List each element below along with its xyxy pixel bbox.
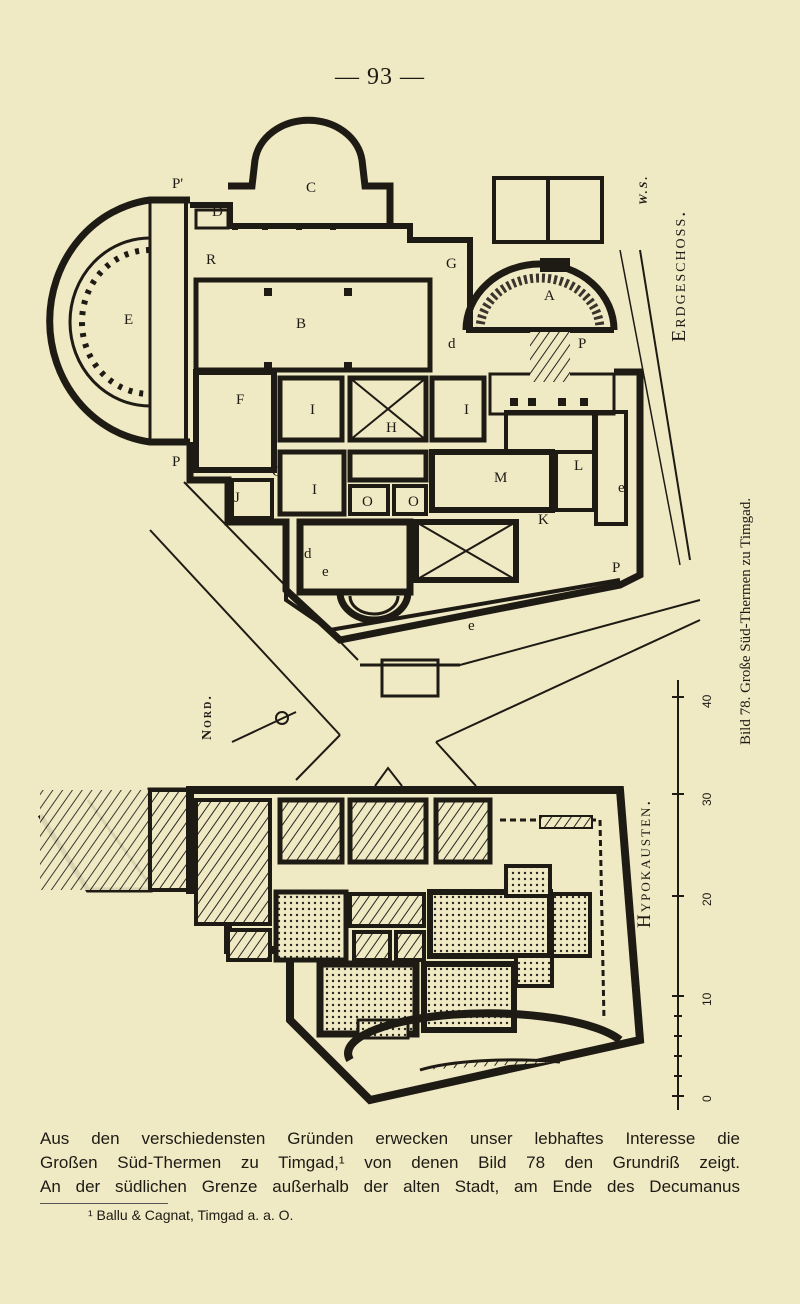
plan-letter: H: [386, 420, 397, 436]
footnote: ¹ Ballu & Cagnat, Timgad a. a. O.: [88, 1207, 294, 1223]
hypocaust-plan: [37, 786, 645, 1105]
plan-letter: e: [322, 564, 329, 580]
plan-letter: A: [544, 288, 555, 304]
body-text: Aus den verschiedensten Gründen erwecken…: [40, 1127, 740, 1199]
ground-floor-details: [232, 224, 588, 406]
plan-letter: F: [236, 392, 244, 408]
body-line-2: Großen Süd-Thermen zu Timgad,¹ von denen…: [40, 1153, 740, 1172]
scale-tick-0: 0: [700, 1095, 714, 1102]
plan-letter: e: [618, 480, 625, 496]
hypocaust-label: Hypokausten.: [634, 798, 655, 928]
plan-letter: M: [494, 470, 507, 486]
plan-letter: I: [464, 402, 469, 418]
plan-letter: e: [468, 618, 475, 634]
figure-caption: Bild 78. Große Süd-Thermen zu Timgad.: [738, 497, 754, 745]
scale-bar: [672, 680, 684, 1110]
plan-letter: d: [304, 546, 312, 562]
plan-letter: K: [538, 512, 549, 528]
footnote-rule: [40, 1203, 168, 1204]
plan-letter: J: [234, 490, 240, 506]
body-line-1: Aus den verschiedensten Gründen erwecken…: [40, 1129, 740, 1148]
plan-letter: G: [272, 464, 283, 480]
plan-letter: B: [296, 316, 306, 332]
plan-letter: P: [612, 560, 620, 576]
body-line-3: An der südlichen Grenze außerhalb der al…: [40, 1177, 740, 1196]
scale-tick-20: 20: [700, 892, 714, 906]
scale-tick-30: 30: [700, 792, 714, 806]
plan-letter: D: [212, 204, 223, 220]
plan-letter: O: [408, 494, 419, 510]
ws-label: W.S.: [636, 174, 650, 205]
scale-tick-40: 40: [700, 694, 714, 708]
plan-letter: G: [446, 256, 457, 272]
plan-letter: P: [578, 336, 586, 352]
plan-letter: d: [448, 336, 456, 352]
plan-letter: R: [206, 252, 216, 268]
plan-letter: P': [172, 176, 183, 192]
plan-letter: O: [362, 494, 373, 510]
plan-letter: L: [574, 458, 583, 474]
north-label: Nord.: [200, 694, 215, 740]
plan-letter: C: [306, 180, 316, 196]
plan-letter: E: [124, 312, 133, 328]
ground-floor-label: Erdgeschoss.: [668, 209, 690, 342]
plan-letter: I: [312, 482, 317, 498]
plan-letter: P: [172, 454, 180, 470]
ground-floor-plan: [46, 116, 701, 787]
scale-tick-10: 10: [700, 992, 714, 1006]
page-number: — 93 —: [335, 64, 425, 90]
plan-letter: I: [310, 402, 315, 418]
